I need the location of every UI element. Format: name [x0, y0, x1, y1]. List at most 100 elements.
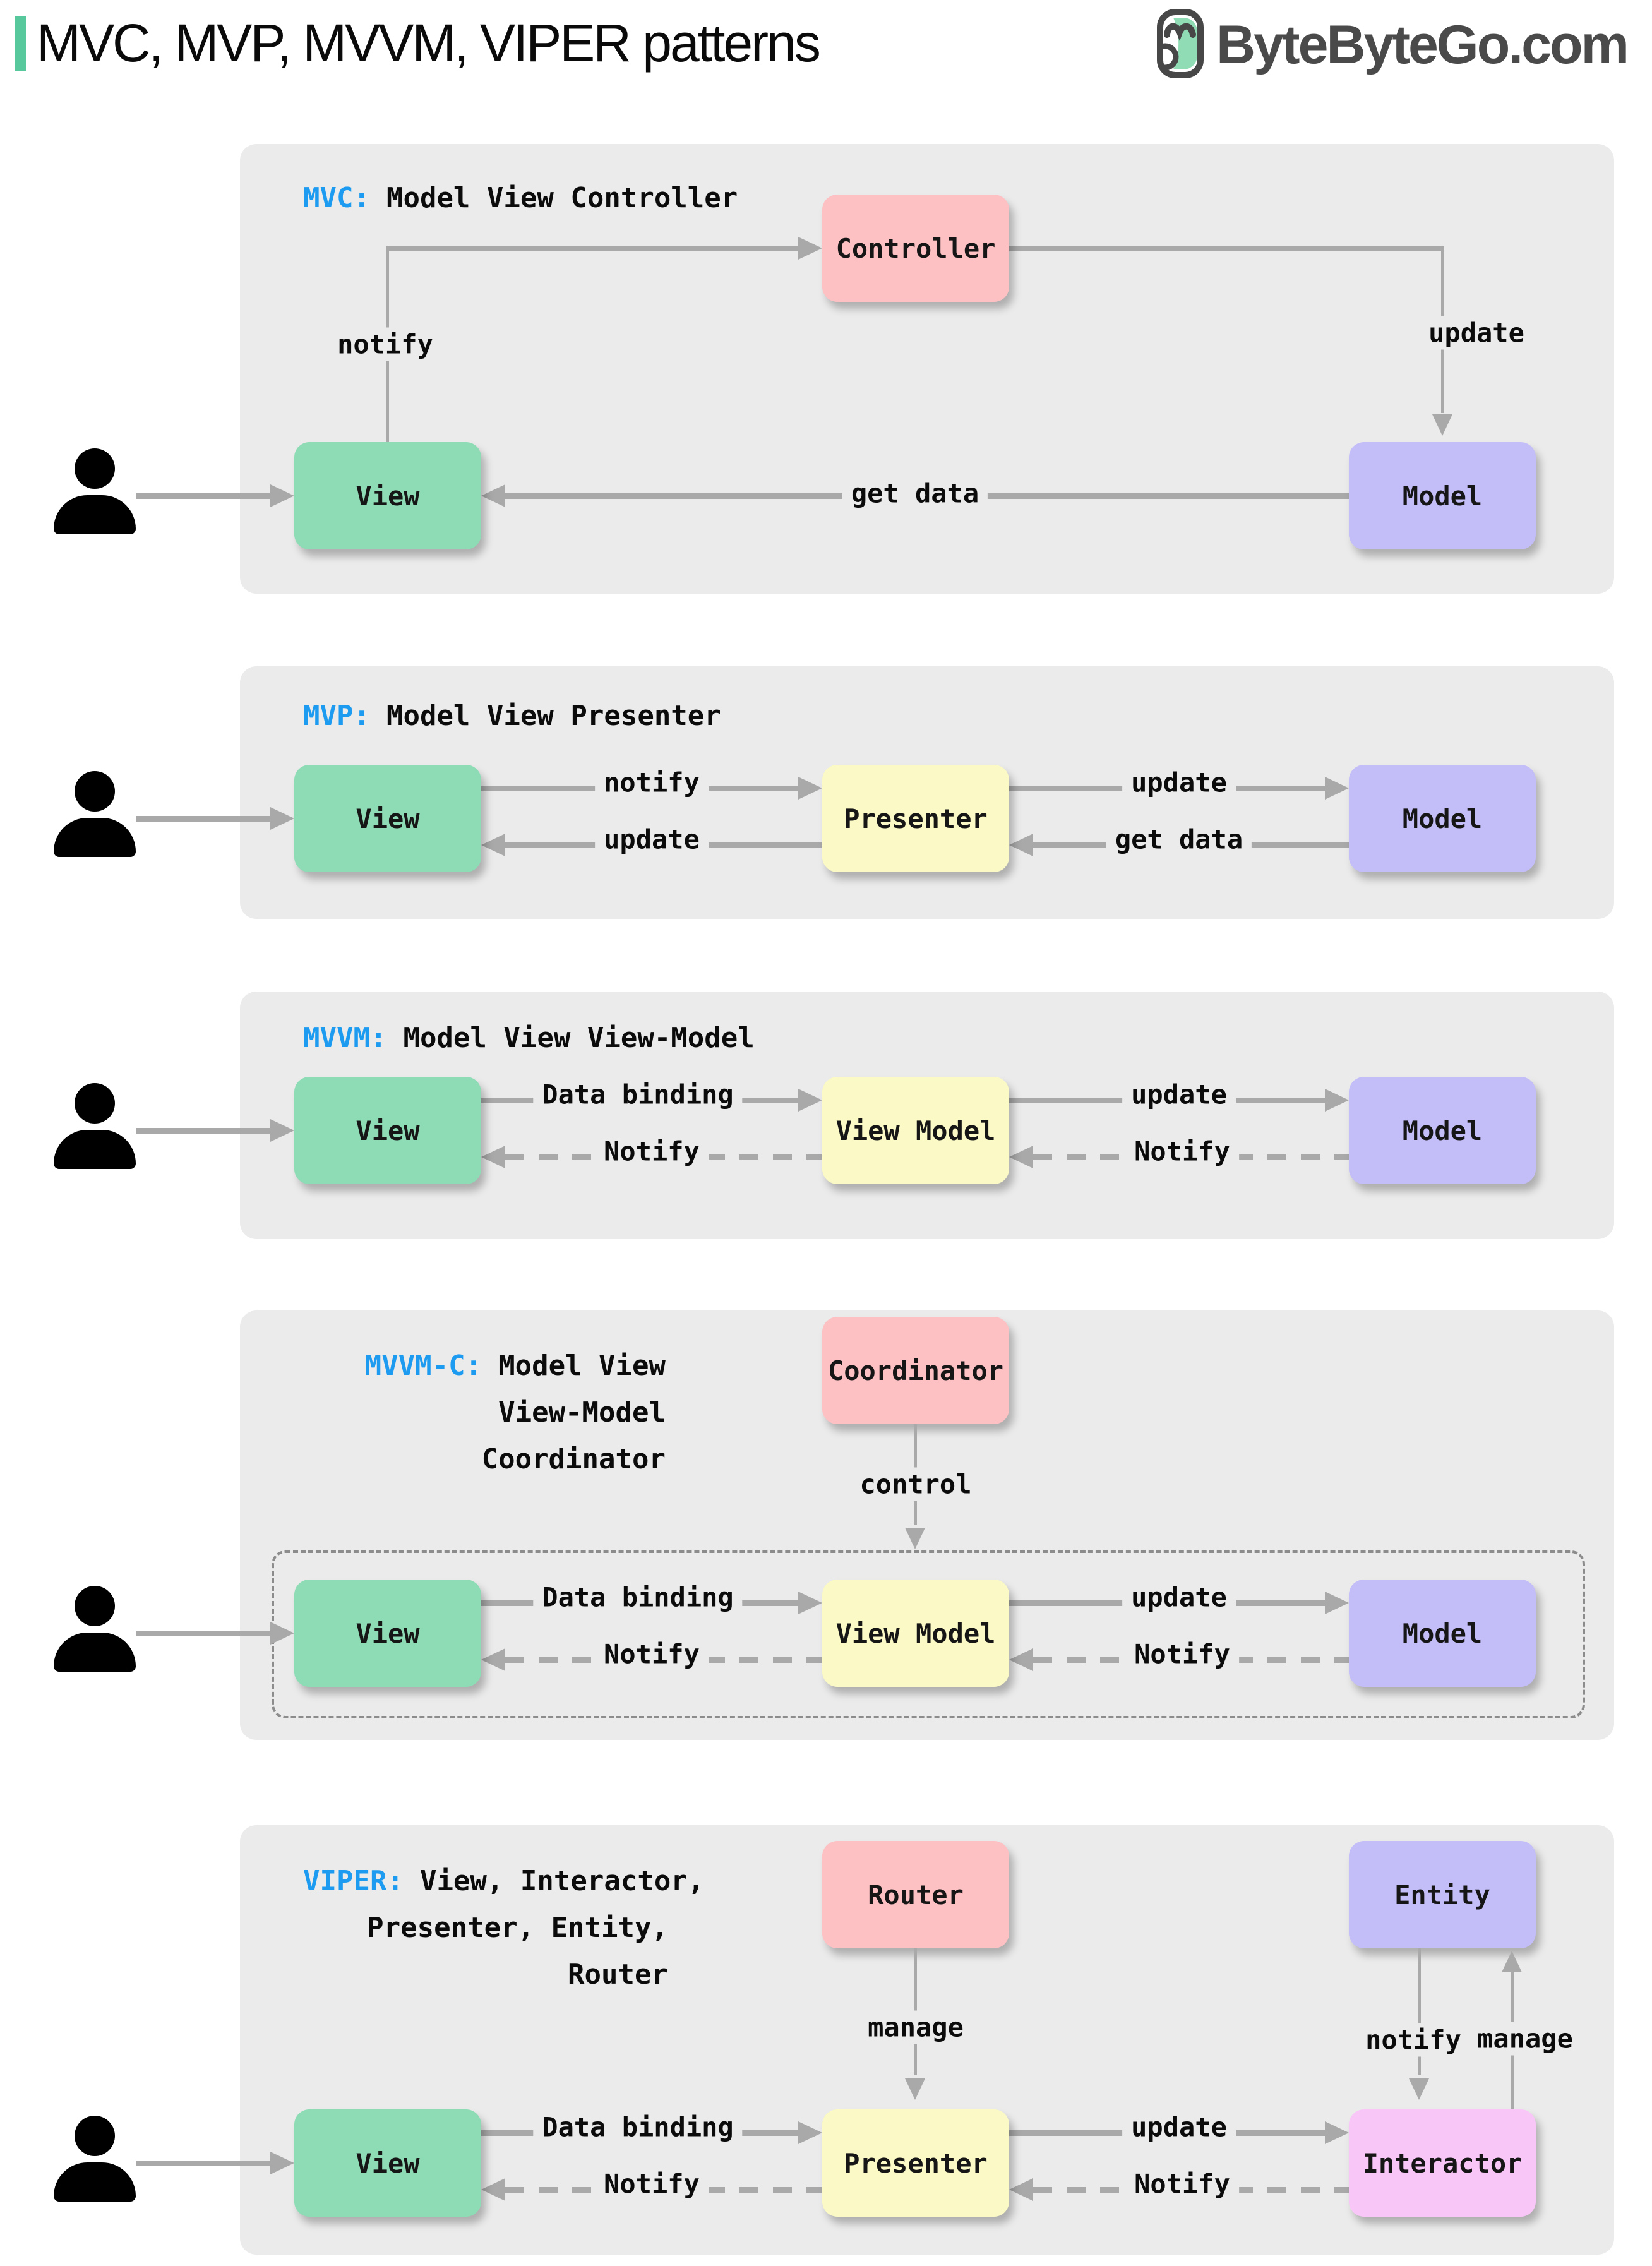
mvvm-user-arrowhead: [270, 1119, 294, 1142]
mvc-update-label: update: [1420, 316, 1533, 350]
user-head: [75, 1586, 115, 1626]
viper-notify-view-label: Notify: [595, 2167, 709, 2201]
mvvm-section-title: MVVM:Model View View-Model: [303, 1023, 755, 1053]
mvvm-c-name-line3: Coordinator: [481, 1443, 666, 1475]
mvvm-user-arrow-line: [136, 1128, 270, 1134]
viper-interactor-box: Interactor: [1349, 2109, 1536, 2217]
mvp-user-arrowhead: [270, 807, 294, 830]
mvp-update-to-model-label: update: [1122, 765, 1236, 800]
mvvm-update-label: update: [1122, 1077, 1236, 1112]
mvvm-c-coordinator-box: Coordinator: [822, 1317, 1009, 1424]
mvvm-databinding-arrowhead: [798, 1089, 822, 1112]
user-torso: [54, 495, 136, 534]
viper-notify-view-arrowhead: [481, 2178, 505, 2201]
viper-manage-arrowhead: [905, 2078, 925, 2100]
viper-notify-arrowhead: [1409, 2078, 1429, 2100]
viper-manage-entity-label: manage: [1468, 2022, 1582, 2056]
mvp-update-to-view-label: update: [595, 822, 709, 856]
mvp-presenter-box: Presenter: [822, 765, 1009, 872]
mvp-update-arrowhead: [1325, 777, 1349, 800]
user-torso: [54, 1633, 136, 1672]
viper-name-line2: Presenter, Entity,: [367, 1912, 668, 1944]
viper-notify-label: notify: [1356, 2023, 1470, 2057]
mvvm-c-notify-view-arrowhead: [481, 1648, 505, 1671]
brand-text: ByteByteGo.com: [1216, 15, 1629, 75]
mvp-model-box: Model: [1349, 765, 1536, 872]
mvvm-view-box: View: [294, 1077, 481, 1184]
user-head: [75, 771, 115, 812]
user-torso: [54, 1130, 136, 1169]
viper-router-box: Router: [822, 1841, 1009, 1948]
viper-name-line3: Router: [568, 1958, 668, 1991]
mvp-update-view-arrowhead: [481, 834, 505, 856]
viper-abbr: VIPER:: [303, 1865, 404, 1897]
mvvm-notify-view-label: Notify: [595, 1134, 709, 1168]
viper-entity-box: Entity: [1349, 1841, 1536, 1948]
viper-notify-presenter-arrowhead: [1009, 2178, 1033, 2201]
mvvm-abbr: MVVM:: [303, 1022, 387, 1054]
viper-section-title: VIPER: View, Interactor, Presenter, Entit…: [303, 1858, 704, 1998]
mvvm-model-box: Model: [1349, 1077, 1536, 1184]
user-icon: [54, 771, 136, 857]
mvvm-c-user-arrow-line: [136, 1631, 270, 1636]
mvvm-update-arrowhead: [1325, 1089, 1349, 1112]
mvvm-databinding-label: Data binding: [533, 1077, 743, 1112]
mvp-name: Model View Presenter: [386, 700, 721, 732]
mvc-notify-label: notify: [328, 327, 442, 361]
mvvm-notify-vm-arrowhead: [1009, 1146, 1033, 1168]
mvvm-c-model-box: Model: [1349, 1580, 1536, 1687]
mvvm-c-view-box: View: [294, 1580, 481, 1687]
viper-manage-label: manage: [859, 2010, 973, 2044]
user-head: [75, 2116, 115, 2156]
mvc-section-title: MVC: Model View Controller: [303, 183, 738, 213]
user-icon: [54, 1083, 136, 1169]
viper-presenter-box: Presenter: [822, 2109, 1009, 2217]
mvp-user-arrow-line: [136, 816, 270, 822]
mvp-abbr: MVP:: [303, 700, 370, 732]
mvc-controller-box: Controller: [822, 195, 1009, 302]
viper-notify-line: [1418, 1948, 1421, 2075]
user-torso: [54, 818, 136, 857]
mvc-update-line-horizontal: [1009, 246, 1444, 251]
user-icon: [54, 448, 136, 534]
viper-update-label: update: [1122, 2110, 1236, 2144]
viper-view-box: View: [294, 2109, 481, 2217]
mvp-getdata-arrowhead: [1009, 834, 1033, 856]
viper-databinding-arrowhead: [798, 2121, 822, 2144]
mvc-user-arrow-line: [136, 493, 270, 499]
user-icon: [54, 2116, 136, 2202]
mvvm-c-name-line1: Model View: [498, 1350, 666, 1382]
mvc-getdata-arrowhead: [481, 484, 505, 507]
viper-update-arrowhead: [1325, 2121, 1349, 2144]
mvvm-c-viewmodel-box: View Model: [822, 1580, 1009, 1687]
mvvm-c-notify-vm-label: Notify: [1125, 1637, 1239, 1671]
mvc-name: Model View Controller: [386, 182, 738, 214]
mvvm-c-notify-vm-arrowhead: [1009, 1648, 1033, 1671]
mvc-abbr: MVC:: [303, 182, 370, 214]
title-accent-bar: [15, 16, 26, 71]
mvvm-c-name-line2: View-Model: [498, 1396, 666, 1429]
mvp-notify-arrowhead: [798, 777, 822, 800]
mvvm-notify-vm-label: Notify: [1125, 1134, 1239, 1168]
viper-databinding-label: Data binding: [533, 2110, 743, 2144]
mvvm-c-control-arrowhead: [905, 1528, 925, 1549]
mvvm-c-notify-view-label: Notify: [595, 1637, 709, 1671]
mvvm-c-section-title: MVVM-C:Model View View-Model Coordinator: [303, 1343, 666, 1483]
mvp-notify-label: notify: [595, 765, 709, 800]
mvvm-notify-view-arrowhead: [481, 1146, 505, 1168]
viper-manage-entity-arrowhead: [1502, 1951, 1522, 1972]
viper-user-arrowhead: [270, 2152, 294, 2174]
mvc-user-arrowhead: [270, 484, 294, 507]
mvvm-c-databinding-arrowhead: [798, 1592, 822, 1614]
mvvm-c-databinding-label: Data binding: [533, 1580, 743, 1614]
page-title: MVC, MVP, MVVM, VIPER patterns: [37, 13, 821, 73]
viper-name-line1: View, Interactor,: [419, 1865, 705, 1897]
user-torso: [54, 2162, 136, 2202]
mvc-update-arrowhead: [1432, 414, 1452, 436]
viper-notify-presenter-label: Notify: [1125, 2167, 1239, 2201]
mvc-notify-arrowhead: [798, 237, 822, 260]
viper-user-arrow-line: [136, 2161, 270, 2166]
mvp-getdata-label: get data: [1106, 822, 1252, 856]
mvvm-c-update-arrowhead: [1325, 1592, 1349, 1614]
